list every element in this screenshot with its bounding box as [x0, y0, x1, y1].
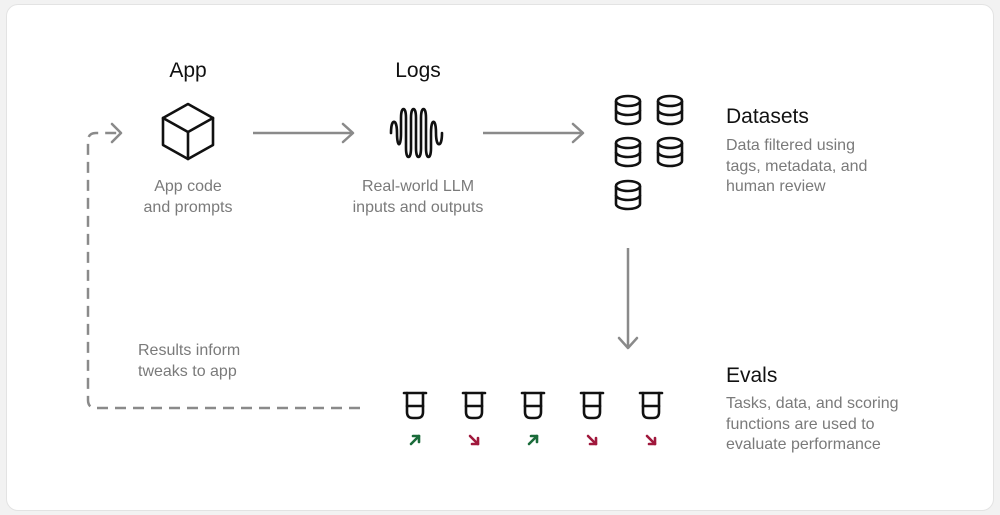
trend-down-icon — [586, 434, 598, 446]
trend-up-icon — [527, 434, 539, 446]
feedback-loop-arrowhead — [110, 122, 123, 144]
database-icons-group — [614, 94, 684, 211]
database-icon — [614, 94, 642, 126]
waveform-icon — [389, 107, 444, 159]
app-title: App — [169, 59, 207, 82]
beaker-icon — [638, 391, 664, 420]
trend-down-icon — [645, 434, 657, 446]
beaker-icon — [461, 391, 487, 420]
database-icon — [614, 179, 642, 211]
database-icon — [656, 94, 684, 126]
arrow-app-to-logs-head — [341, 122, 355, 144]
cube-icon — [161, 102, 215, 161]
database-icon — [614, 136, 642, 168]
evals-title: Evals — [726, 364, 778, 387]
arrow-datasets-to-evals-head — [617, 336, 639, 350]
beaker-icon — [402, 391, 428, 420]
trend-down-icon — [468, 434, 480, 446]
feedback-loop-line — [86, 131, 360, 410]
database-icon — [656, 136, 684, 168]
logs-title: Logs — [395, 59, 441, 82]
datasets-description: Data filtered using tags, metadata, and … — [726, 137, 868, 195]
arrow-logs-to-datasets-head — [571, 122, 585, 144]
datasets-title: Datasets — [726, 105, 809, 128]
beaker-icon — [520, 391, 546, 420]
beaker-icon — [579, 391, 605, 420]
app-description: App code and prompts — [143, 178, 233, 216]
trend-up-icon — [409, 434, 421, 446]
feedback-label: Results inform tweaks to app — [138, 342, 241, 380]
diagram-card — [6, 4, 994, 511]
evals-description: Tasks, data, and scoring functions are u… — [726, 395, 899, 453]
logs-description: Real-world LLM inputs and outputs — [352, 178, 484, 216]
evals-row — [402, 391, 664, 446]
